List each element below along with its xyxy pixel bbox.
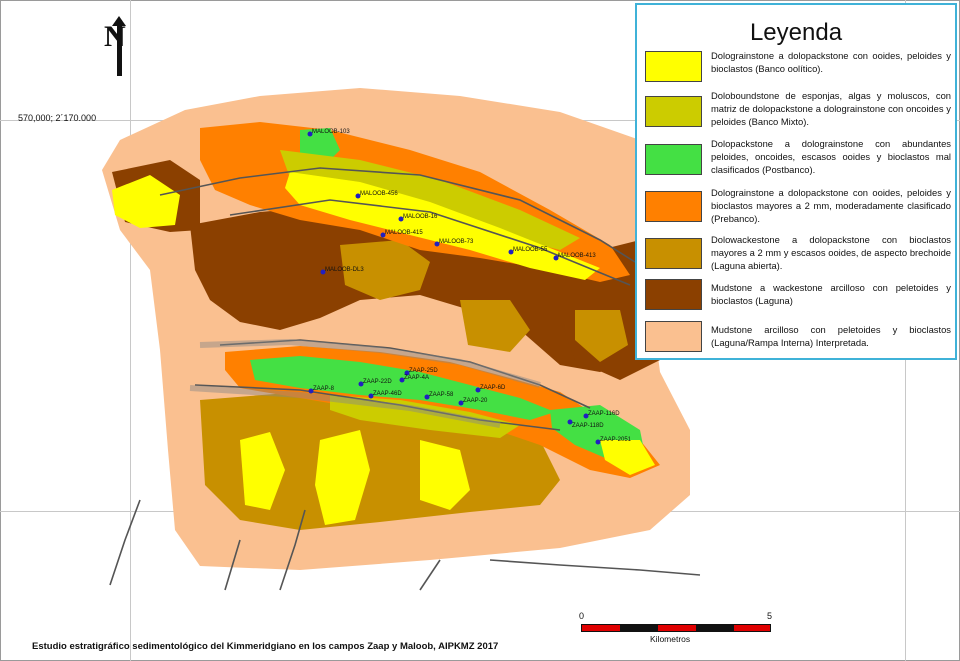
north-arrow: N: [104, 16, 134, 80]
scale-end-label: 5: [767, 611, 773, 621]
well-label: ZAAP-22D: [363, 379, 392, 385]
facies-banco-oolitico-1: [112, 175, 180, 228]
well-label: ZAAP-58: [429, 392, 454, 398]
facies-banco-mixto-2: [330, 395, 520, 438]
grid-line: [130, 0, 131, 661]
well-label: ZAAP-8: [313, 386, 335, 392]
facies-laguna-abierta-2: [340, 240, 430, 300]
facies-banco-oolitico-3: [315, 430, 370, 525]
fault-lines: [109, 167, 701, 591]
north-label: N: [104, 20, 126, 53]
facies-banco-oolitico-6: [240, 432, 285, 510]
wells: MALOOB-103 MALOOB-456 MALOOB-16 MALOOB-4…: [307, 129, 632, 445]
well-label: ZAAP-25D: [409, 368, 438, 374]
facies-banco-oolitico-5: [600, 440, 655, 475]
facies-laguna-abierta-4: [575, 310, 628, 362]
well-label: MALOOB-73: [439, 239, 474, 245]
facies-banco-oolitico-2: [285, 172, 600, 280]
legend-title: Leyenda: [749, 19, 843, 46]
facies-banco-mixto-1: [280, 150, 580, 250]
facies-postbanco-2: [250, 356, 555, 420]
legend-text: Dolograinstone a dolopackstone con ooide…: [711, 187, 951, 225]
facies-banco-oolitico-4: [420, 440, 470, 510]
well-label: ZAAP-2051: [600, 437, 632, 443]
scale-bar: 0 5 Kilometros: [578, 611, 778, 648]
legend-text: Mudstone a wackestone arcilloso con pele…: [711, 282, 951, 307]
legend-swatch: [645, 279, 702, 310]
legend-swatch: [645, 238, 702, 269]
fault-zones: [189, 338, 541, 428]
legend-text: Doloboundstone de esponjas, algas y molu…: [711, 90, 951, 128]
scale-bar-graphic: [581, 624, 771, 632]
legend-text: Dolopackstone a dolograinstone con abund…: [711, 138, 951, 176]
well-label: MALOOB-16: [403, 214, 438, 220]
well-label: ZAAP-118D: [572, 423, 604, 429]
legend-swatch: [645, 191, 702, 222]
well-label: ZAAP-4A: [404, 375, 429, 381]
legend-swatch: [645, 96, 702, 127]
north-arrow-shaft: [117, 20, 122, 76]
legend-swatch: [645, 51, 702, 82]
legend-swatch: [645, 144, 702, 175]
well-label: ZAAP-116D: [588, 411, 620, 417]
coordinate-label: 570,000; 2´170.000: [18, 113, 97, 123]
legend-swatch: [645, 321, 702, 352]
legend: Leyenda Dolograinstone a dolopackstone c…: [635, 3, 957, 360]
well-label: ZAAP-20: [463, 398, 488, 404]
well-label: MALOOB-103: [312, 129, 350, 135]
scale-start-label: 0: [579, 611, 585, 621]
well-label: MALOOB-DL3: [325, 267, 364, 273]
well-label: ZAAP-46D: [373, 391, 402, 397]
well-label: ZAAP-6D: [480, 385, 506, 391]
well-label: MALOOB-415: [385, 230, 423, 236]
well-label: MALOOB-456: [360, 191, 398, 197]
legend-text: Dolograinstone a dolopackstone con ooide…: [711, 50, 951, 75]
legend-text: Dolowackestone a dolopackstone con biocl…: [711, 234, 951, 272]
legend-text: Mudstone arcilloso con peletoides y bioc…: [711, 324, 951, 349]
well-label: MALOOB-55: [513, 247, 548, 253]
map-caption: Estudio estratigráfico sedimentológico d…: [32, 641, 499, 652]
facies-laguna-abierta-3: [460, 300, 530, 352]
scale-unit-label: Kilometros: [650, 634, 691, 644]
well-label: MALOOB-413: [558, 253, 596, 259]
